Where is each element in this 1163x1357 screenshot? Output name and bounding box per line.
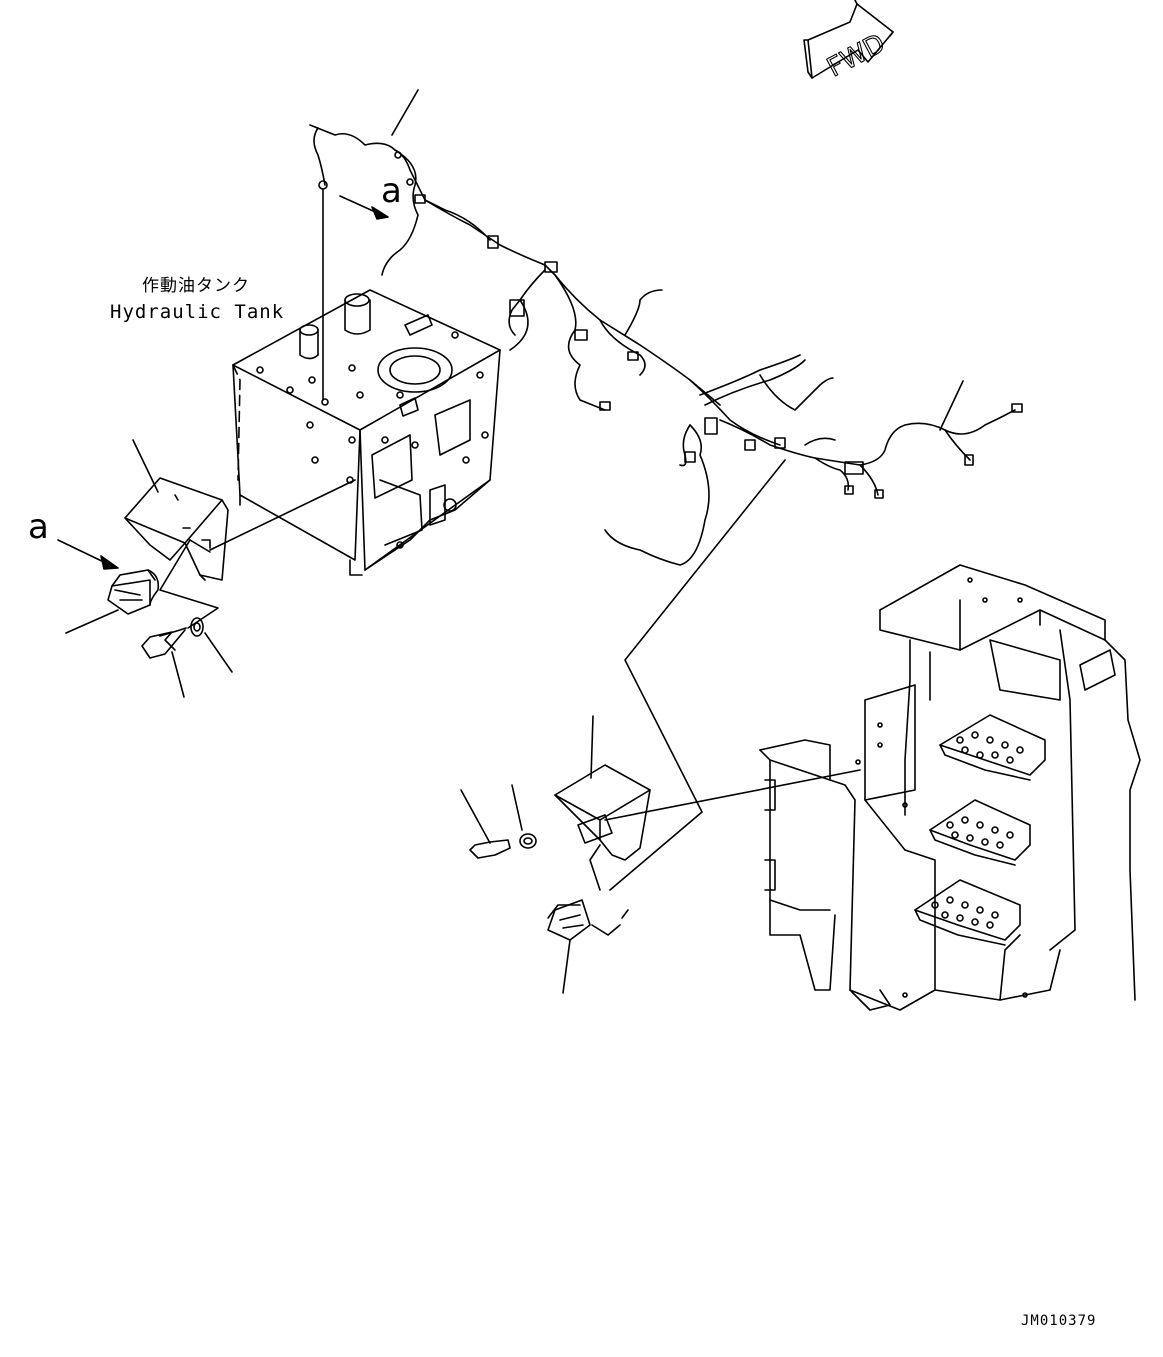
left-lamp-assembly [107,477,356,659]
hydraulic-tank-label-jp: 作動油タンク [142,276,250,296]
view-a-label-top: a [381,171,402,211]
callout-lines [65,89,964,994]
hydraulic-tank-label-en: Hydraulic Tank [110,301,285,323]
view-a-label-left: a [28,507,49,547]
wiring-harness [309,124,1023,566]
drawing-code: JM010379 [1021,1313,1097,1329]
cab-structure [759,564,1141,1011]
view-arrows [57,195,389,570]
hydraulic-tank [232,289,501,576]
fwd-label: FWD [822,28,890,83]
fwd-arrow: FWD [803,0,894,84]
right-lamp-assembly [469,764,861,941]
